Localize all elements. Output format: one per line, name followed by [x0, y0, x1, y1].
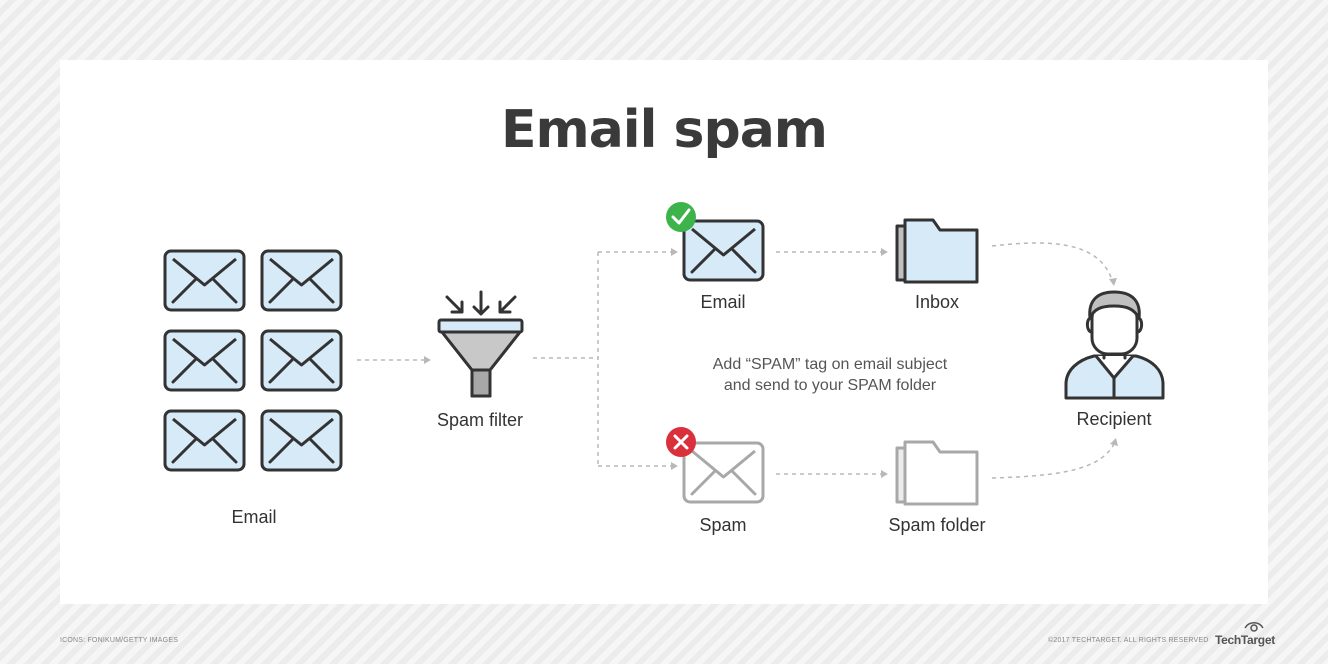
spam-filter-label: Spam filter	[436, 410, 524, 430]
connector-arrowheads	[424, 248, 1118, 478]
brand-logo: TechTarget	[1215, 633, 1275, 647]
envelope-icon	[682, 441, 765, 504]
spam-folder-label: Spam folder	[888, 515, 986, 535]
check-badge-icon	[666, 202, 696, 232]
spam-label: Spam	[699, 515, 747, 535]
spam-note-line: and send to your SPAM folder	[723, 377, 937, 394]
eye-icon	[1244, 622, 1264, 632]
envelope-icon	[260, 329, 343, 392]
folder-icon	[895, 440, 979, 506]
folder-icon	[895, 218, 979, 284]
recipient-label: Recipient	[1076, 409, 1152, 429]
icons-credit: ICONS: FONIKUM/GETTY IMAGES	[60, 637, 179, 644]
connector-lines	[357, 242, 1115, 479]
email-stack-label: Email	[231, 507, 277, 527]
diagram-card	[60, 60, 1268, 604]
page-title: Email spam	[501, 100, 828, 160]
inbox-label: Inbox	[914, 292, 960, 312]
spam-note: Add “SPAM” tag on email subject and send…	[660, 354, 1000, 396]
person-icon	[1064, 290, 1165, 400]
spam-note-line: Add “SPAM” tag on email subject	[712, 356, 948, 373]
email-label: Email	[700, 292, 746, 312]
envelope-icon	[163, 329, 246, 392]
envelope-icon	[260, 409, 343, 472]
funnel-icon	[437, 290, 524, 398]
envelope-icon	[260, 249, 343, 312]
copyright: ©2017 TECHTARGET. ALL RIGHTS RESERVED	[1048, 637, 1209, 644]
envelope-icon	[163, 249, 246, 312]
envelope-icon	[682, 219, 765, 282]
envelope-icon	[163, 409, 246, 472]
email-stack	[163, 249, 343, 472]
cross-badge-icon	[666, 427, 696, 457]
